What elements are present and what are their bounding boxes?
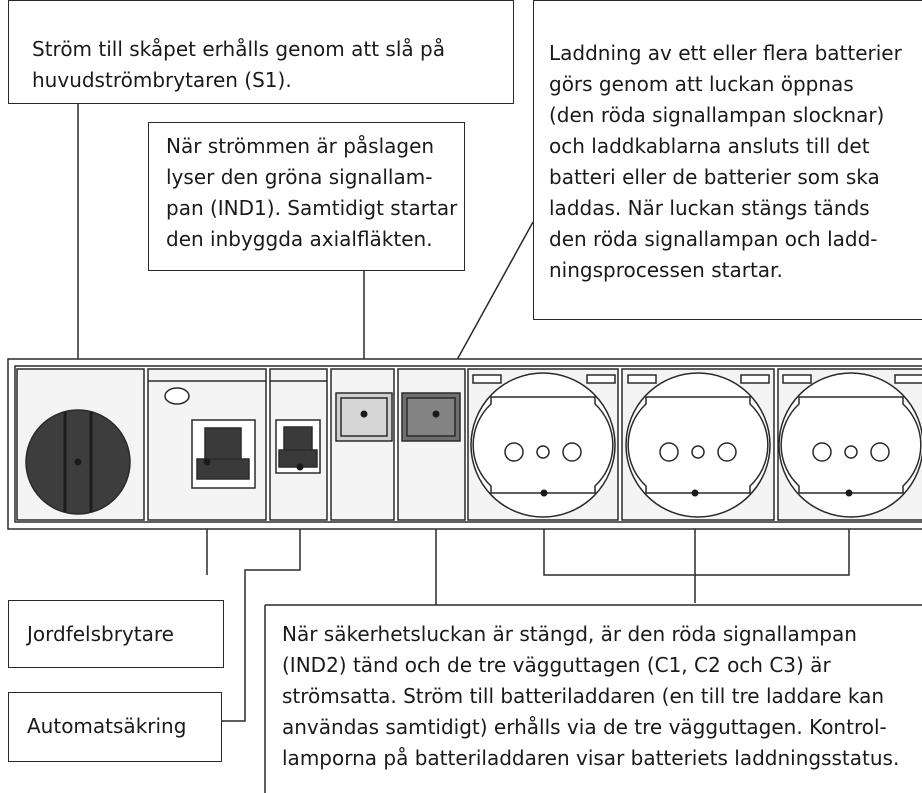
socket-c2-pin-right (717, 442, 737, 462)
socket-c3-tab-right (894, 374, 922, 384)
socket-c2-pin-left (659, 442, 679, 462)
leader-mcb (222, 467, 301, 722)
socket-c3-pin-right (870, 442, 890, 462)
dot-socket-c3 (845, 489, 853, 497)
dot-mcb (296, 463, 304, 471)
socket-c2-tab-right (740, 374, 770, 384)
callout-main-switch: Ström till skåpet erhålls genom att slå … (8, 0, 514, 104)
rcd-toggle-base (196, 458, 250, 480)
socket-c2 (625, 372, 771, 518)
red-lamp-ind2-lens (406, 397, 456, 437)
socket-c2-face (627, 396, 769, 494)
callout-charging: Laddning av ett eller flera batterier gö… (533, 0, 922, 320)
socket-c3-tab-left (782, 374, 812, 384)
rcd-toggle-top (204, 427, 242, 463)
socket-c1-pin-middle (536, 445, 550, 459)
dot-red-lamp (432, 410, 440, 418)
mcb-switch (275, 419, 321, 474)
callout-rcd: Jordfelsbrytare (8, 600, 224, 668)
callout-mcb: Automatsäkring (8, 692, 222, 762)
rcd-test-button (164, 387, 190, 405)
socket-c1-tab-left (472, 374, 502, 384)
mcb-toggle-top (283, 426, 313, 453)
rcd-switch (164, 387, 256, 489)
socket-c2-tab-left (627, 374, 657, 384)
socket-c3-pin-middle (844, 445, 858, 459)
socket-c1-tab-right (586, 374, 616, 384)
socket-c1-face (472, 396, 614, 494)
dot-socket-c1 (540, 489, 548, 497)
socket-c1 (470, 372, 616, 518)
green-lamp-module (330, 368, 395, 521)
dot-rcd (203, 458, 211, 466)
socket-c1-pin-right (562, 442, 582, 462)
socket-c1-pin-left (504, 442, 524, 462)
green-lamp-ind1-lens (340, 397, 388, 437)
red-lamp-module (397, 368, 466, 521)
socket-c3-pin-left (812, 442, 832, 462)
socket-c3-face (780, 396, 922, 494)
callout-red-lamp: När säkerhetsluckan är stängd, är den rö… (282, 622, 900, 770)
dot-main-switch (74, 458, 82, 466)
dot-green-lamp (360, 410, 368, 418)
leader-sockets (543, 493, 850, 576)
panel-inner-frame (14, 365, 922, 523)
callout-green-lamp: När strömmen är påslagen lyser den gröna… (148, 122, 465, 271)
leader-dots (74, 410, 853, 497)
dot-socket-c2 (691, 489, 699, 497)
socket-c3 (778, 372, 922, 518)
socket-c2-pin-middle (691, 445, 705, 459)
